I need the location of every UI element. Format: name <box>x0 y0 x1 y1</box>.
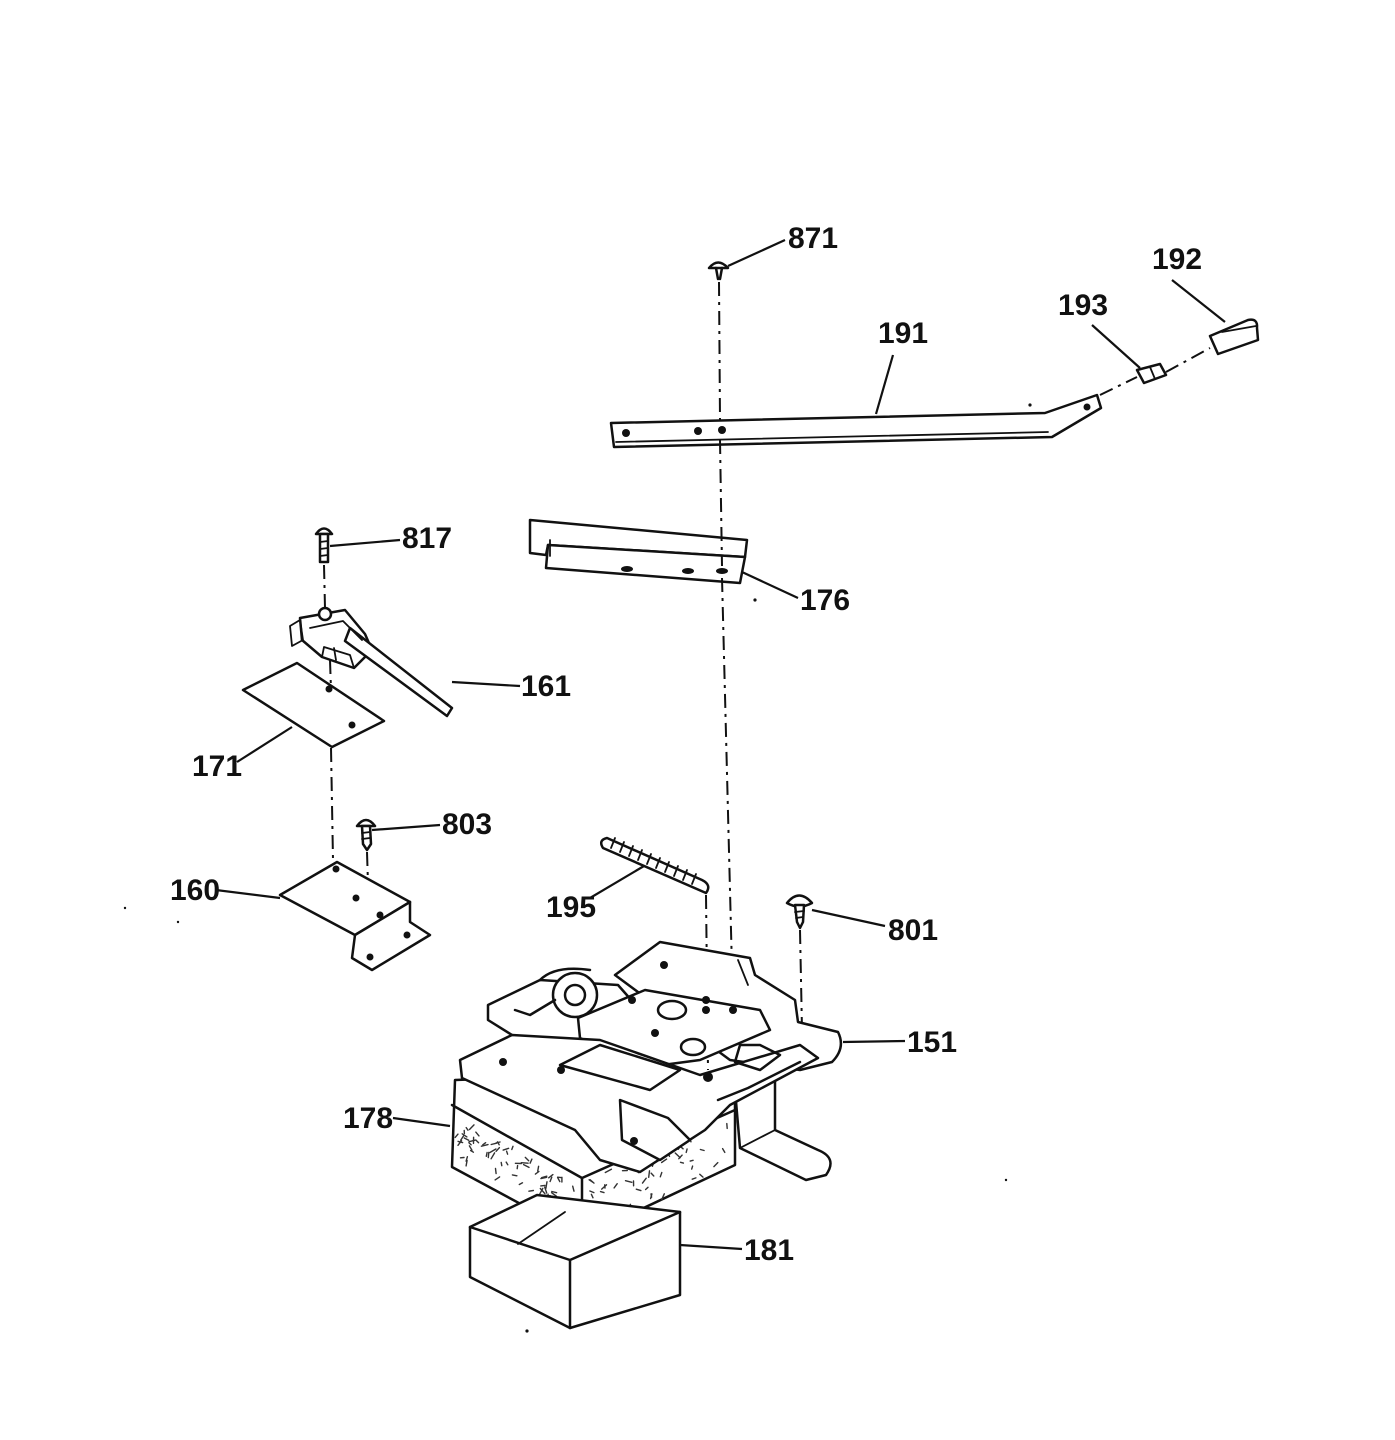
leader-lines <box>215 238 1226 1251</box>
clip-193 <box>1135 362 1168 385</box>
part-label-803: 803 <box>442 808 492 841</box>
screw-801 <box>785 894 814 930</box>
part-label-181: 181 <box>744 1234 794 1267</box>
actuator-arm-191 <box>609 393 1103 449</box>
lock-mechanism-151 <box>458 940 843 1182</box>
bracket-176 <box>528 518 749 585</box>
screw-817 <box>314 527 334 564</box>
switch-161 <box>289 606 454 718</box>
part-label-151: 151 <box>907 1026 957 1059</box>
insulator-171 <box>241 661 386 749</box>
part-label-817: 817 <box>402 522 452 555</box>
part-label-193: 193 <box>1058 289 1108 322</box>
part-label-161: 161 <box>521 670 571 703</box>
part-label-171: 171 <box>192 750 242 783</box>
scan-specks <box>123 403 1032 1333</box>
spring-195 <box>599 836 710 895</box>
part-label-178: 178 <box>343 1102 393 1135</box>
part-label-195: 195 <box>546 891 596 924</box>
screw-803 <box>355 818 377 852</box>
part-label-160: 160 <box>170 874 220 907</box>
screw-871 <box>707 261 730 281</box>
part-label-192: 192 <box>1152 243 1202 276</box>
bracket-160 <box>278 860 432 972</box>
part-label-191: 191 <box>878 317 928 350</box>
part-label-871: 871 <box>788 222 838 255</box>
part-labels: 871 192 193 191 817 176 161 171 803 160 … <box>170 222 1202 1267</box>
part-label-176: 176 <box>800 584 850 617</box>
knob-192 <box>1208 318 1260 356</box>
part-label-801: 801 <box>888 914 938 947</box>
pad-181 <box>468 1193 682 1330</box>
